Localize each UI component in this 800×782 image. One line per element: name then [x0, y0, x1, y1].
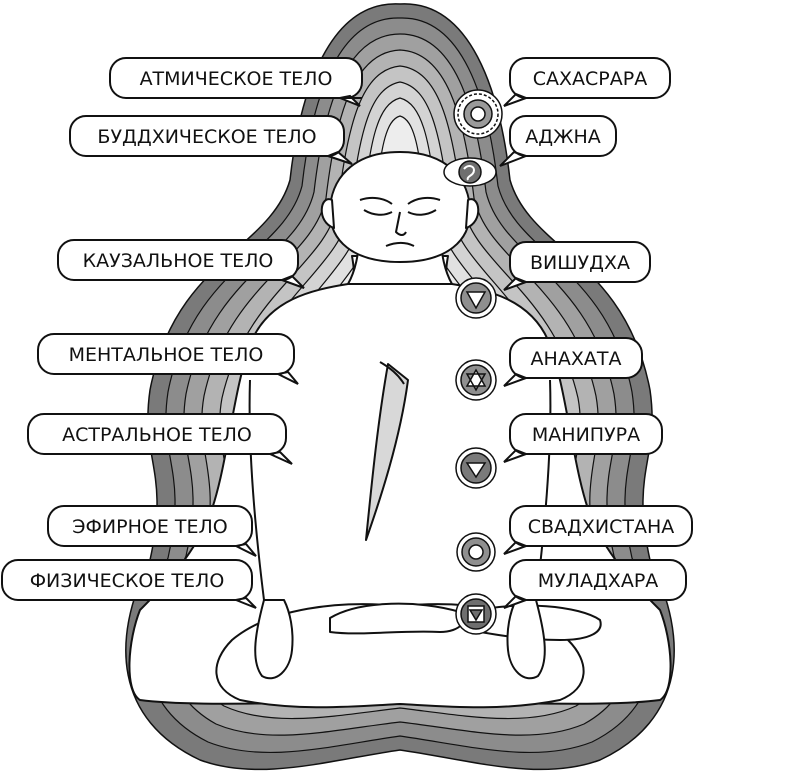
chakra-label-ajna: АДЖНА: [525, 126, 601, 148]
figure-nose: [395, 211, 407, 236]
figure-right-ear: [465, 198, 480, 229]
figure-mouth: [385, 242, 415, 247]
callout-bubble: [503, 413, 663, 463]
muladhara-symbol: [455, 593, 497, 635]
callout-bubble: [503, 505, 693, 555]
sahasrara-symbol: [453, 89, 503, 139]
callout-bubble: [1, 559, 257, 609]
callout-bubble: [503, 337, 643, 387]
callout-bubble: [499, 115, 617, 167]
anahata-symbol: [455, 359, 497, 401]
figure-right-hand: [506, 599, 546, 680]
chakra-callout: МУЛАДХАРА: [503, 559, 687, 609]
chakra-label-svadhisthana: СВАДХИСТАНА: [528, 516, 675, 538]
body-callout: ФИЗИЧЕСКОЕ ТЕЛО: [1, 559, 257, 609]
body-label-physical: ФИЗИЧЕСКОЕ ТЕЛО: [30, 570, 225, 592]
body-callout: ЭФИРНОЕ ТЕЛО: [47, 505, 257, 557]
callout-bubble: [57, 239, 305, 289]
chakra-label-muladhara: МУЛАДХАРА: [538, 570, 659, 592]
body-callout: АТМИЧЕСКОЕ ТЕЛО: [109, 57, 363, 107]
chakra-callout: ВИШУДХА: [503, 241, 651, 291]
body-callout: АСТРАЛЬНОЕ ТЕЛО: [27, 413, 293, 465]
figure-left-brow: [359, 196, 393, 205]
chakra-label-anahata: АНАХАТА: [531, 348, 622, 370]
chakra-symbols: [443, 89, 503, 635]
body-label-buddhic: БУДДХИЧЕСКОЕ ТЕЛО: [97, 126, 316, 148]
figure-left-eye: [363, 209, 393, 216]
chakra-label-vishuddha: ВИШУДХА: [530, 252, 630, 274]
body-callouts: АТМИЧЕСКОЕ ТЕЛО БУДДХИЧЕСКОЕ ТЕЛО КАУЗАЛ…: [1, 57, 363, 609]
figure-left-ear: [320, 198, 335, 229]
chakra-callout: АНАХАТА: [503, 337, 643, 387]
body-label-astral: АСТРАЛЬНОЕ ТЕЛО: [62, 424, 252, 446]
figure-left-hand: [254, 599, 294, 680]
body-label-atmic: АТМИЧЕСКОЕ ТЕЛО: [140, 68, 333, 90]
callout-bubble: [109, 57, 363, 107]
chakra-label-manipura: МАНИПУРА: [532, 424, 640, 446]
figure-right-brow: [407, 196, 441, 205]
callout-bubble: [503, 57, 671, 107]
manipura-symbol: [455, 447, 497, 489]
callout-bubble: [69, 115, 353, 165]
chakra-callout: СВАДХИСТАНА: [503, 505, 693, 555]
callout-bubble: [47, 505, 257, 557]
body-callout: КАУЗАЛЬНОЕ ТЕЛО: [57, 239, 305, 289]
chakra-callouts: САХАСРАРА АДЖНА ВИШУДХА АНАХАТА МАНИПУРА…: [499, 57, 693, 609]
body-label-mental: МЕНТАЛЬНОЕ ТЕЛО: [69, 344, 264, 366]
body-label-causal: КАУЗАЛЬНОЕ ТЕЛО: [83, 250, 274, 272]
chakra-callout: АДЖНА: [499, 115, 617, 167]
body-callout: БУДДХИЧЕСКОЕ ТЕЛО: [69, 115, 353, 165]
body-callout: МЕНТАЛЬНОЕ ТЕЛО: [37, 333, 299, 385]
callout-bubble: [503, 241, 651, 291]
callout-bubble: [37, 333, 299, 385]
figure-arm-fold: [365, 363, 409, 541]
figure-right-eye: [407, 209, 437, 216]
callout-bubble: [503, 559, 687, 609]
body-label-etheric: ЭФИРНОЕ ТЕЛО: [72, 516, 227, 538]
callout-bubble: [27, 413, 293, 465]
chakra-callout: МАНИПУРА: [503, 413, 663, 463]
chakra-callout: САХАСРАРА: [503, 57, 671, 107]
figure-collarbone: [379, 361, 405, 385]
figure-arm-line: [248, 379, 265, 601]
ajna-symbol: [443, 157, 497, 187]
chakra-label-sahasrara: САХАСРАРА: [533, 68, 647, 90]
svadhisthana-symbol: [456, 532, 496, 572]
vishuddha-symbol: [455, 277, 497, 319]
